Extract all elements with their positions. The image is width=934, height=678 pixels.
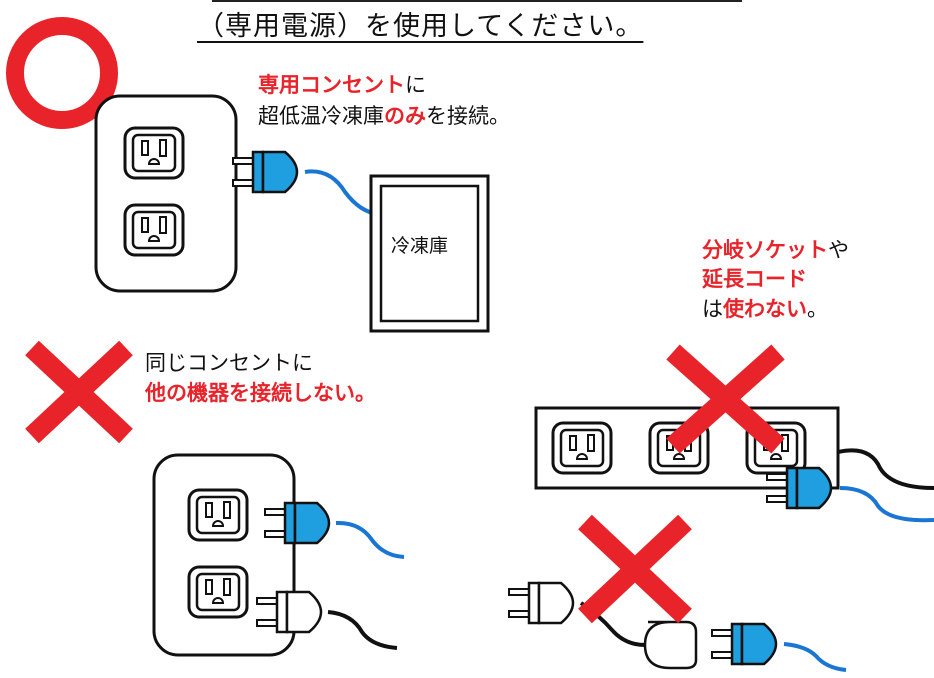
ng-cross-icon xyxy=(25,340,133,444)
ng-same-caption-line1: 同じコンセントに xyxy=(145,351,313,375)
branch-socket-text: 分岐ソケット xyxy=(702,238,828,262)
only-text: のみ xyxy=(384,104,426,128)
ya-text: や xyxy=(828,238,849,262)
ng-cross-icon xyxy=(666,344,785,454)
cable-blue xyxy=(839,486,934,523)
extension-socket xyxy=(643,620,698,670)
cable-blue xyxy=(783,642,847,672)
plug-icon xyxy=(231,150,299,194)
ok-circle-icon xyxy=(6,17,118,129)
cable-blue xyxy=(304,169,379,216)
cable-black xyxy=(327,610,398,650)
ng-strip-caption-line3: は使わない。 xyxy=(702,296,828,322)
freezer-icon xyxy=(369,174,490,333)
wall-outlet-ok xyxy=(94,94,238,293)
freezer-name-text: 超低温冷凍庫 xyxy=(258,104,384,128)
do-not-use-text: 使わない xyxy=(723,297,807,321)
freezer-label: 冷凍庫 xyxy=(391,235,449,257)
connect-text: を接続。 xyxy=(426,104,510,128)
period-text: 。 xyxy=(807,297,828,321)
ng-strip-caption-line1: 分岐ソケットや xyxy=(702,237,849,263)
extension-cord-text: 延長コード xyxy=(702,267,807,291)
ok-caption-line2: 超低温冷凍庫のみを接続。 xyxy=(258,103,510,129)
header-text: （専用電源）を使用してください。 xyxy=(197,11,644,42)
ng-cross-icon xyxy=(578,514,692,624)
ok-caption-line1: 専用コンセントに xyxy=(258,72,426,98)
cable-blue xyxy=(335,520,405,559)
plug-icon xyxy=(507,581,575,625)
wa-text: は xyxy=(702,297,723,321)
dedicated-outlet-text: 専用コンセント xyxy=(258,73,405,97)
plug-icon xyxy=(710,622,778,666)
cable-black xyxy=(837,448,934,490)
ok-caption-ni: に xyxy=(405,73,426,97)
ng-same-caption-line2: 他の機器を接続しない。 xyxy=(145,381,376,405)
